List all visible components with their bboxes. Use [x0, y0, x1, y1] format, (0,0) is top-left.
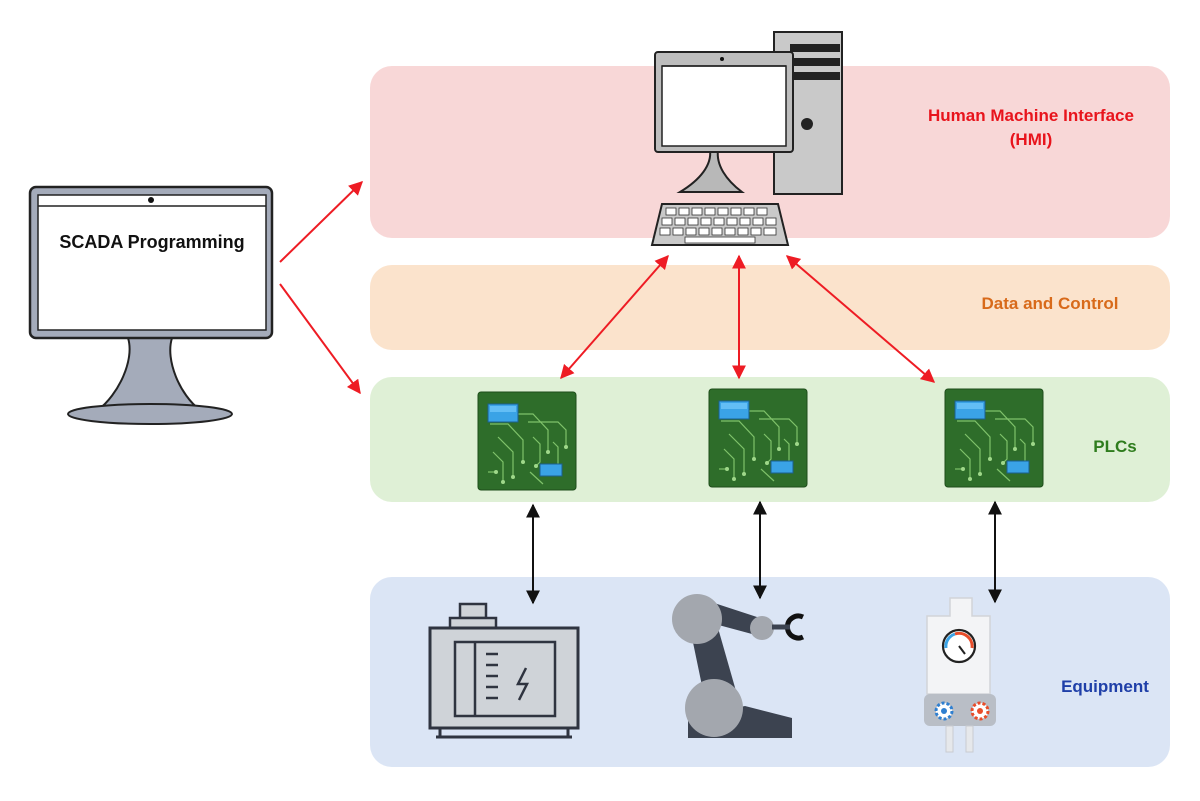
generator-icon [428, 602, 580, 739]
equipment-layer-label: Equipment [1061, 677, 1149, 696]
robotic-arm-icon [672, 594, 805, 738]
hmi-layer-label: Human Machine Interface (HMI) [900, 104, 1162, 152]
pressure-gauge-icon [924, 597, 996, 753]
hmi-plc1-arrow [560, 254, 669, 380]
plc-board-3-icon [944, 388, 1044, 488]
scada-monitor-icon [28, 185, 274, 425]
scada-to-hmi-arrow [279, 181, 364, 263]
data-control-layer-label: Data and Control [981, 294, 1119, 313]
hmi-label-line2: (HMI) [1009, 130, 1053, 149]
hmi-label-line1: Human Machine Interface [928, 106, 1134, 125]
plc-board-2-icon [708, 388, 808, 488]
data-control-layer-band [370, 265, 1170, 350]
scada-to-plc-arrow [279, 283, 361, 395]
hmi-plc3-arrow [785, 255, 936, 383]
scada-programming-label: SCADA Programming [59, 232, 245, 252]
hmi-desktop-computer-icon [650, 31, 843, 246]
plc-layer-label: PLCs [1093, 437, 1137, 456]
plc-board-1-icon [477, 391, 577, 491]
